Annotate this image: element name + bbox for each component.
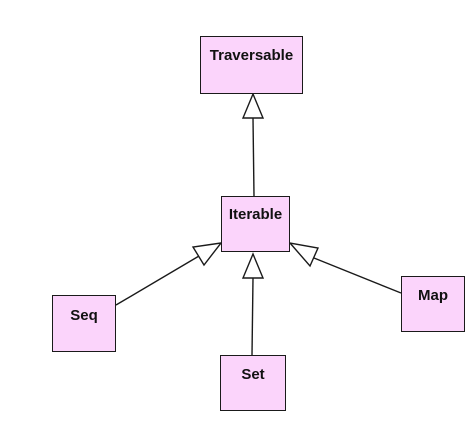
node-iterable: Iterable	[221, 196, 290, 252]
edge-seq-iterable-arrowhead	[191, 242, 223, 267]
node-traversable: Traversable	[200, 36, 303, 94]
edge-iterable-traversable	[252, 117, 255, 197]
edge-set-iterable-arrowhead	[241, 252, 265, 279]
node-set-label: Set	[241, 366, 265, 383]
node-seq-label: Seq	[70, 307, 98, 324]
node-iterable-label: Iterable	[228, 206, 283, 223]
edge-map-iterable	[313, 257, 402, 294]
node-map: Map	[401, 276, 465, 332]
node-traversable-label: Traversable	[209, 47, 294, 64]
edge-seq-iterable	[115, 255, 200, 306]
node-seq: Seq	[52, 295, 116, 352]
edge-set-iterable	[251, 277, 254, 356]
node-map-label: Map	[418, 287, 448, 304]
node-set: Set	[220, 355, 286, 411]
edge-iterable-traversable-arrowhead	[241, 92, 265, 119]
edge-map-iterable-arrowhead	[288, 241, 320, 268]
